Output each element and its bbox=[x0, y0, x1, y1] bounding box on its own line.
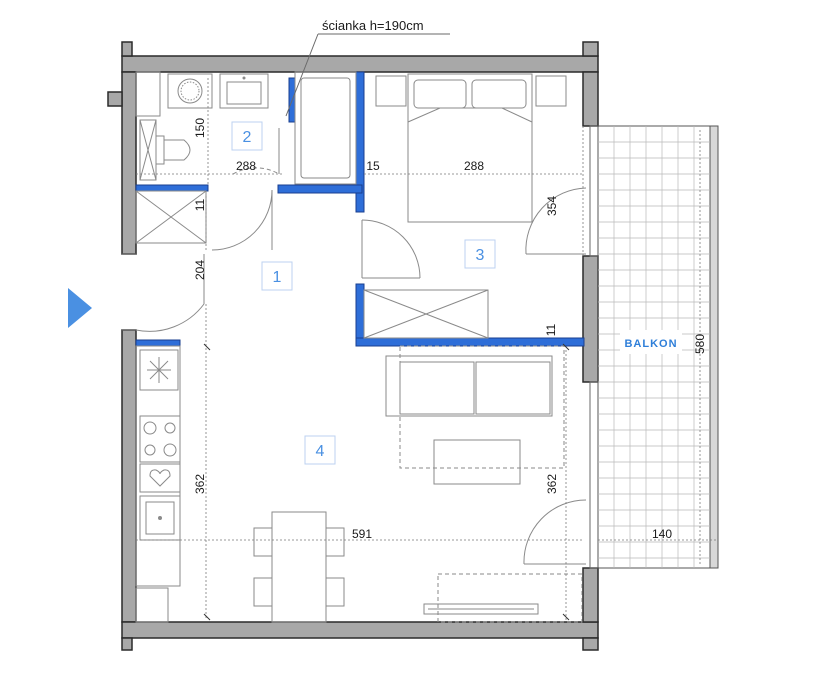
dim-bath-width: 288 bbox=[236, 159, 256, 173]
doors bbox=[122, 187, 587, 565]
dim-hall-small-1: 11 bbox=[193, 198, 207, 211]
room-label-4: 4 bbox=[316, 443, 325, 460]
bathtub-icon bbox=[294, 71, 357, 185]
oven-icon bbox=[139, 463, 181, 493]
outer-walls bbox=[107, 41, 599, 651]
entrance-arrow-icon bbox=[68, 288, 92, 328]
dim-hall-depth: 204 bbox=[193, 260, 207, 280]
balcony: BALKON bbox=[597, 125, 719, 569]
dim-wall-thickness: 15 bbox=[366, 159, 380, 173]
sink-icon bbox=[139, 495, 181, 541]
nightstand-left bbox=[375, 75, 407, 107]
bed-icon bbox=[407, 73, 533, 223]
dim-bath-height: 150 bbox=[193, 118, 207, 138]
kitchen-counter bbox=[135, 345, 181, 587]
bedroom bbox=[363, 73, 584, 339]
dim-bedroom-depth: 354 bbox=[545, 196, 559, 216]
dim-balcony-depth: 580 bbox=[693, 334, 707, 354]
toilet-icon bbox=[155, 135, 191, 165]
sofa-icon bbox=[385, 355, 553, 417]
wardrobe-hall bbox=[135, 190, 207, 250]
room-label-3: 3 bbox=[476, 247, 485, 264]
dining-table-icon bbox=[271, 511, 327, 623]
bathroom bbox=[135, 33, 450, 185]
cooktop-icon bbox=[139, 415, 181, 463]
washing-machine-icon bbox=[167, 73, 213, 109]
room-labels: 2 1 3 4 bbox=[231, 121, 496, 465]
dim-balcony-width: 140 bbox=[652, 527, 672, 541]
room-label-2: 2 bbox=[243, 129, 252, 146]
dim-living-right: 362 bbox=[545, 474, 559, 494]
dimension-lines bbox=[136, 78, 718, 621]
dim-living-width: 591 bbox=[352, 527, 372, 541]
tv-stand-icon bbox=[423, 603, 539, 615]
kitchen bbox=[135, 345, 181, 623]
washbasin-icon bbox=[219, 73, 269, 109]
living-room bbox=[253, 345, 583, 623]
dim-hall-small-2: 11 bbox=[544, 323, 558, 336]
fridge-icon bbox=[139, 349, 179, 391]
partition-height-note: ścianka h=190cm bbox=[322, 18, 424, 33]
room-label-1: 1 bbox=[273, 269, 282, 286]
dim-bedroom-width: 288 bbox=[464, 159, 484, 173]
nightstand-right bbox=[535, 75, 567, 107]
balcony-label: BALKON bbox=[624, 338, 677, 350]
wardrobe-bedroom bbox=[363, 289, 489, 339]
coffee-table-icon bbox=[433, 439, 521, 485]
dim-living-left: 362 bbox=[193, 474, 207, 494]
dimension-labels: 150 288 15 288 354 11 204 11 580 362 362… bbox=[193, 118, 707, 541]
